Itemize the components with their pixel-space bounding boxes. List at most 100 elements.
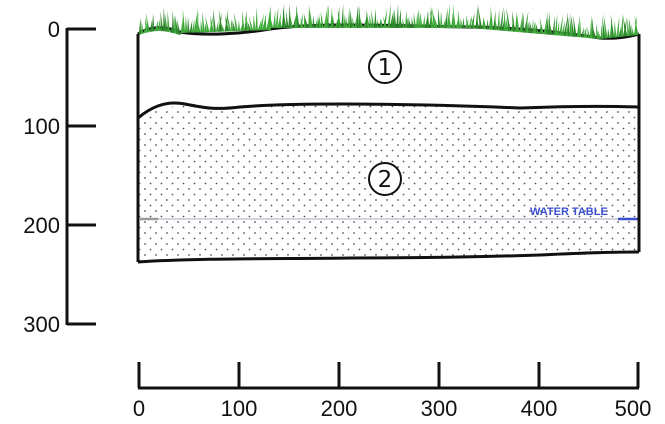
grass-blade xyxy=(519,11,523,33)
grass-blade xyxy=(618,26,622,37)
grass-blade xyxy=(427,11,430,28)
grass-blade xyxy=(330,7,333,29)
grass-blade xyxy=(448,15,452,28)
grass-blade xyxy=(597,29,601,39)
depth-label-100: 100 xyxy=(23,114,60,139)
grass-blade xyxy=(347,7,351,28)
grass-blade xyxy=(205,16,210,33)
grass-blade xyxy=(354,6,359,28)
grass-blade xyxy=(262,13,267,31)
grass-blade xyxy=(366,11,370,28)
grass-blade xyxy=(521,12,524,33)
grass-blade xyxy=(323,4,328,29)
grass-blade xyxy=(248,16,254,31)
grass-blade xyxy=(422,14,425,28)
grass-blade xyxy=(255,6,258,31)
grass-blade xyxy=(259,13,264,31)
grass-blade xyxy=(389,9,394,28)
grass-blade xyxy=(314,16,318,28)
grass-blade xyxy=(407,17,410,28)
grass-blade xyxy=(535,21,540,34)
grass-blade xyxy=(312,15,315,28)
grass-blade xyxy=(440,11,443,28)
grass-blade xyxy=(552,15,555,36)
grass-blade xyxy=(602,15,606,39)
grass-blade xyxy=(506,18,509,32)
grass-blade xyxy=(371,9,375,28)
grass-blade xyxy=(376,18,379,28)
grass-blade xyxy=(631,24,634,36)
grass-blade xyxy=(163,6,166,32)
grass-blade xyxy=(180,17,184,33)
grass-blade xyxy=(380,17,384,28)
grass-blade xyxy=(488,11,492,30)
grass-blade xyxy=(224,9,229,32)
grass-blade xyxy=(561,20,566,36)
layer-boundary-line xyxy=(137,101,640,120)
grass-blade xyxy=(230,18,234,32)
grass-blade xyxy=(224,14,230,32)
grass-blade xyxy=(539,16,544,35)
grass-blade xyxy=(616,16,620,38)
grass-blade xyxy=(460,17,463,28)
grass-blade xyxy=(559,14,564,36)
grass-blade xyxy=(563,15,568,37)
distance-label-500: 500 xyxy=(615,396,652,421)
grass-blade xyxy=(483,18,487,30)
grass-blade xyxy=(418,8,421,28)
grass-blade xyxy=(160,11,164,32)
layer-2-marker: 2 xyxy=(368,162,402,196)
grass-blade xyxy=(369,14,373,28)
grass-blade xyxy=(202,11,205,33)
grass-blade xyxy=(193,8,198,33)
grass-blade xyxy=(391,14,395,28)
grass-blade xyxy=(387,3,392,28)
grass-blade xyxy=(499,6,504,31)
grass-blade xyxy=(149,18,153,32)
grass-blade xyxy=(352,16,355,28)
grass-blade xyxy=(167,10,170,32)
grass-blade xyxy=(204,23,208,33)
grass-blade xyxy=(332,14,335,28)
grass-blade xyxy=(308,7,311,28)
grass-blade xyxy=(269,11,274,28)
grass-blade xyxy=(468,15,472,28)
grass-blade xyxy=(345,17,348,28)
grass-blade xyxy=(289,12,293,28)
grass-blade xyxy=(209,15,214,32)
grass-blade xyxy=(145,12,150,33)
grass-blade xyxy=(365,9,368,29)
grass-blade xyxy=(603,13,608,39)
grass-blade xyxy=(156,20,159,32)
grass-blade xyxy=(532,21,535,34)
grass-blade xyxy=(341,3,344,28)
grass-blade xyxy=(405,10,408,29)
grass-blade xyxy=(501,18,505,31)
grass-blade xyxy=(416,11,419,28)
grass-blade xyxy=(187,16,190,33)
grass-blade xyxy=(296,5,300,28)
grass-blade xyxy=(442,18,446,28)
grass-blade xyxy=(511,10,516,32)
grass-blade xyxy=(327,17,331,28)
grass-blade xyxy=(402,18,406,28)
grass-blade xyxy=(457,9,461,28)
distance-label-300: 300 xyxy=(421,396,458,421)
grass-blade xyxy=(565,25,568,37)
grass-blade xyxy=(145,17,148,33)
depth-axis-ticks: 0 100 200 300 xyxy=(23,17,96,337)
grass-blade xyxy=(622,16,628,37)
grass-blade xyxy=(303,13,309,28)
grass-blade xyxy=(394,8,397,28)
grass-blade xyxy=(334,16,339,28)
grass-blade xyxy=(209,15,214,32)
grass-blade xyxy=(299,12,304,28)
grass-blade xyxy=(570,13,575,37)
grass-blade xyxy=(374,8,377,29)
grass-blade xyxy=(174,14,177,34)
grass-blade xyxy=(429,7,434,29)
grass-blade xyxy=(529,20,533,34)
grass-blade xyxy=(343,13,346,28)
grass-blade xyxy=(589,14,593,39)
grass-blade xyxy=(191,19,195,33)
